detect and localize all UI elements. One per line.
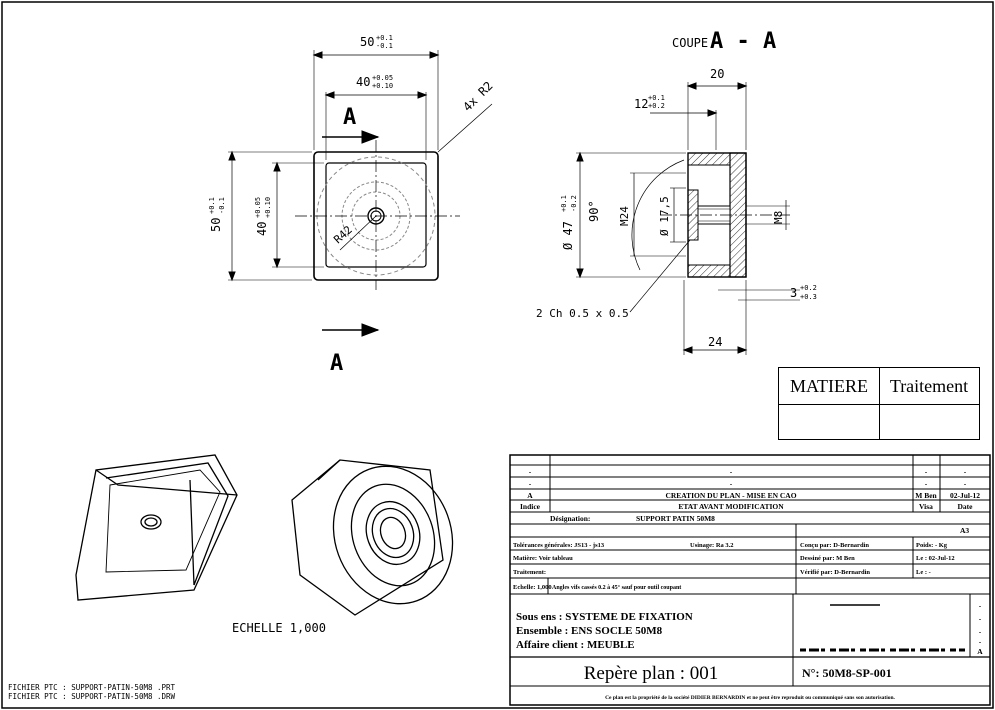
dim-width-inner-tol: +0.05	[372, 74, 393, 82]
dim-24: 24	[708, 335, 722, 349]
rev-row-1-visa: -	[925, 467, 928, 476]
file-prt: FICHIER PTC : SUPPORT-PATIN-50M8 .PRT	[8, 683, 176, 692]
file-drw: FICHIER PTC : SUPPORT-PATIN-50M8 .DRW	[8, 692, 176, 701]
rev-header-date: Date	[958, 502, 974, 511]
rev-row-1-indice: -	[529, 467, 532, 476]
rev-header-desc: ETAT AVANT MODIFICATION	[678, 502, 784, 511]
dim-height-outer-tol: +0.1	[208, 197, 216, 214]
side-mark-3: -	[979, 627, 982, 636]
rev-row-1-desc: -	[730, 467, 733, 476]
dessine-par: Dessiné par: M Ben	[800, 555, 855, 562]
traitement: Traitement:	[513, 569, 546, 576]
concu-par: Conçu par: D-Bernardin	[800, 542, 869, 549]
material-table-row-divider	[779, 404, 979, 405]
date-dessine: Le : 02-Jul-12	[916, 555, 955, 562]
iso-view-right	[291, 459, 454, 616]
section-view	[576, 82, 800, 355]
dim-m8: M8	[772, 211, 785, 224]
rev-row-2-visa: -	[925, 479, 928, 488]
dim-diam-47-tol: +0.1	[560, 195, 568, 212]
material-header: MATIERE	[790, 375, 868, 396]
dim-3: 3	[790, 286, 797, 300]
material-table-divider	[879, 368, 880, 439]
repere-plan: Repère plan : 001	[584, 663, 719, 684]
dim-m24: M24	[618, 206, 631, 226]
dim-20: 20	[710, 67, 724, 81]
numero-plan: N°: 50M8-SP-001	[802, 666, 892, 680]
dim-width-outer-tol-low: -0.1	[376, 42, 393, 50]
side-mark-5: A	[977, 647, 983, 656]
usinage: Usinage: Ra 3.2	[690, 542, 734, 549]
dim-diam-47: Ø 47	[561, 221, 575, 250]
dim-width-inner-tol-low: +0.10	[372, 82, 393, 90]
dim-radius-r42: R42	[331, 223, 354, 246]
dim-height-inner: 40	[255, 222, 269, 236]
rev-header-indice: Indice	[520, 502, 541, 511]
title-block-text: - - - - - - - - A CREATION DU PLAN - MIS…	[513, 467, 983, 701]
rev-row-2-desc: -	[730, 479, 733, 488]
chamfer-note: 2 Ch 0.5 x 0.5	[536, 307, 629, 320]
rev-row-2-indice: -	[529, 479, 532, 488]
verifie-par: Vérifié par: D-Bernardin	[800, 569, 870, 576]
dim-diam-17: Ø 17,5	[658, 196, 671, 236]
treatment-header: Traitement	[889, 375, 969, 396]
rev-row-3-indice: A	[527, 491, 533, 500]
ensemble: Ensemble : ENS SOCLE 50M8	[516, 625, 663, 637]
rev-row-2-date: -	[964, 479, 967, 488]
dim-angle: 90°	[587, 200, 601, 222]
dim-12-tol: +0.1	[648, 94, 665, 102]
dim-height-inner-tol-low: +0.10	[264, 197, 272, 218]
material-table: MATIERE Traitement	[778, 367, 980, 440]
file-references: FICHIER PTC : SUPPORT-PATIN-50M8 .PRT FI…	[8, 683, 175, 701]
title-block-grid	[509, 454, 991, 706]
dim-12-tol-low: +0.2	[648, 102, 665, 110]
section-title-name: A - A	[710, 29, 776, 54]
rev-row-3-visa: M Ben	[915, 491, 937, 500]
dim-12: 12	[634, 97, 648, 111]
date-verifie: Le : -	[916, 569, 931, 576]
dim-height-outer-tol-low: -0.1	[218, 197, 226, 214]
sheet-format: A3	[960, 526, 969, 535]
scale-note: ECHELLE 1,000	[232, 621, 326, 635]
ownership-footer: Ce plan est la propriété de la société D…	[605, 695, 895, 701]
dim-height-outer: 50	[209, 218, 223, 232]
dim-height-inner-tol: +0.05	[254, 197, 262, 218]
dim-width-outer: 50	[360, 35, 374, 49]
angles-note: Angles vifs cassés 0.2 à 45° sauf pour o…	[552, 584, 681, 591]
iso-view-left	[75, 454, 238, 601]
sous-ensemble: Sous ens : SYSTEME DE FIXATION	[516, 611, 693, 623]
rev-header-visa: Visa	[919, 502, 933, 511]
rev-row-3-date: 02-Jul-12	[950, 491, 980, 500]
rev-row-1-date: -	[964, 467, 967, 476]
top-view	[228, 50, 493, 337]
side-mark-4: -	[979, 637, 982, 646]
dim-width-outer-tol: +0.1	[376, 34, 393, 42]
section-arrow-label-bottom: A	[330, 351, 343, 376]
dim-corner-radius: 4x R2	[460, 79, 495, 114]
dim-3-tol: +0.2	[800, 284, 817, 292]
side-mark-1: -	[979, 601, 982, 610]
poids: Poids: - Kg	[916, 542, 948, 549]
tolerances: Tolérances générales: JS13 - js13	[513, 542, 605, 549]
section-arrow-label-top: A	[343, 105, 356, 130]
dim-3-tol-low: +0.3	[800, 293, 817, 301]
rev-row-3-desc: CREATION DU PLAN - MISE EN CAO	[665, 491, 796, 500]
designation-label: Désignation:	[550, 514, 590, 523]
designation-value: SUPPORT PATIN 50M8	[636, 514, 715, 523]
echelle: Echelle: 1,000	[513, 584, 552, 591]
section-title-prefix: COUPE	[672, 36, 708, 50]
company-logo	[800, 604, 965, 652]
dim-width-inner: 40	[356, 75, 370, 89]
affaire-client: Affaire client : MEUBLE	[516, 639, 635, 651]
dim-diam-47-tol-low: -0.2	[570, 195, 578, 212]
matiere: Matière: Voir tableau	[513, 555, 573, 562]
side-mark-2: -	[979, 614, 982, 623]
